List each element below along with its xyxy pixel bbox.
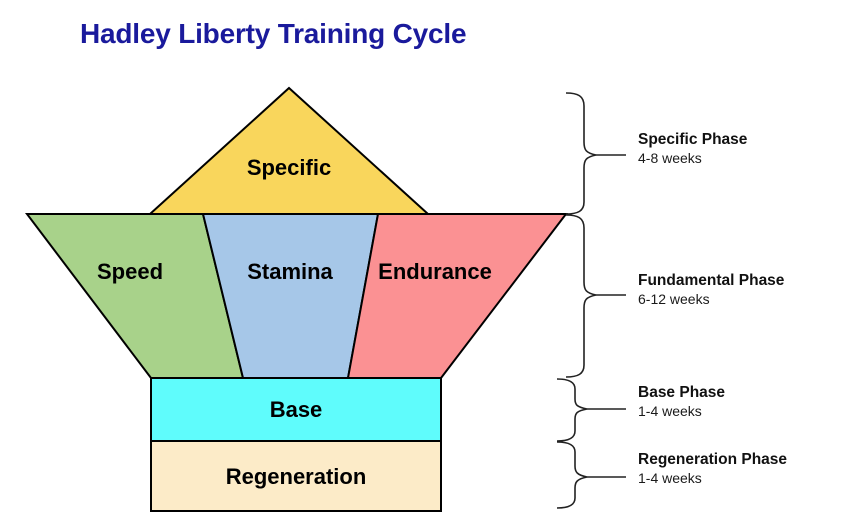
phase-annotation-base: Base Phase 1-4 weeks <box>638 383 725 421</box>
brace-specific-phase <box>565 92 626 215</box>
phase-annotation-fundamental: Fundamental Phase 6-12 weeks <box>638 271 784 309</box>
shape-regeneration[interactable] <box>150 440 442 512</box>
brace-regeneration-phase <box>556 441 626 509</box>
phase-duration-base: 1-4 weeks <box>638 403 702 419</box>
shape-label-specific: Specific <box>246 155 332 180</box>
phase-duration-specific: 4-8 weeks <box>638 150 702 166</box>
shape-label-speed: Speed <box>96 259 164 284</box>
shape-specific[interactable] <box>147 86 431 215</box>
phase-annotation-specific: Specific Phase 4-8 weeks <box>638 130 747 168</box>
shape-base[interactable] <box>150 377 442 442</box>
phase-duration-fundamental: 6-12 weeks <box>638 291 710 307</box>
shape-label-stamina: Stamina <box>247 259 333 284</box>
phase-duration-regeneration: 1-4 weeks <box>638 470 702 486</box>
phase-title-regeneration: Regeneration Phase <box>638 451 788 468</box>
shape-label-base: Base <box>269 397 323 422</box>
shape-endurance[interactable] <box>346 213 569 379</box>
shape-label-endurance: Endurance <box>378 259 492 284</box>
phase-title-specific: Specific Phase <box>638 131 748 148</box>
phase-annotation-regeneration: Regeneration Phase 1-4 weeks <box>638 450 787 488</box>
phase-title-base: Base Phase <box>638 384 726 401</box>
brace-fundamental-phase <box>565 214 626 378</box>
brace-base-phase <box>556 378 626 442</box>
shape-label-regeneration: Regeneration <box>225 464 367 489</box>
page-title: Hadley Liberty Training Cycle <box>80 18 467 49</box>
phase-title-fundamental: Fundamental Phase <box>638 272 785 289</box>
